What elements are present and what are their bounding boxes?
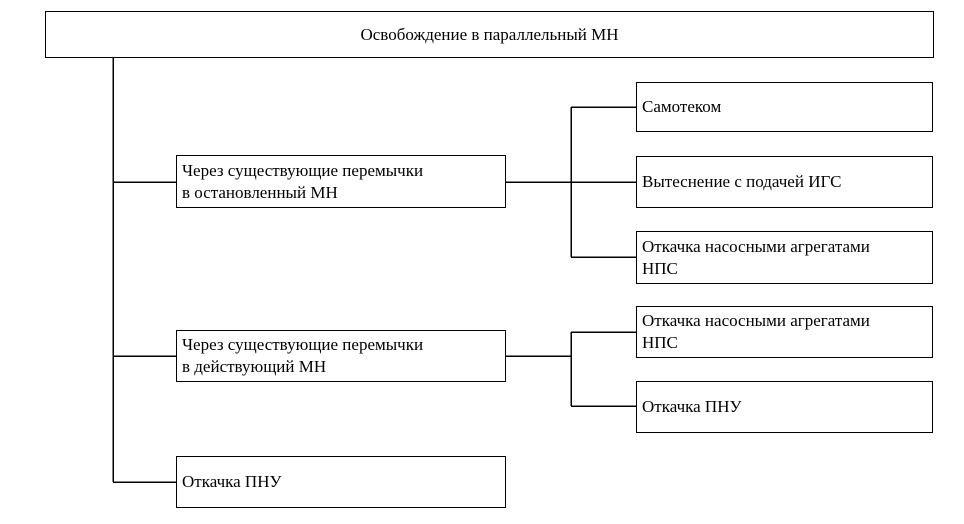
child-node-pumping-nps-1: Откачка насосными агрегатами НПС — [636, 231, 933, 284]
child-node-label: Откачка ПНУ — [642, 397, 742, 416]
child-node-pumping-nps-2: Откачка насосными агрегатами НПС — [636, 306, 933, 358]
child-node-label: Самотеком — [642, 97, 722, 116]
child-node-displacement-igs: Вытеснение с подачей ИГС — [636, 156, 933, 208]
branch-node-active-pipeline: Через существующие перемычки в действующ… — [176, 330, 506, 382]
child-node-label: Откачка насосными агрегатами НПС — [642, 236, 870, 278]
child-node-label: Откачка насосными агрегатами НПС — [642, 311, 870, 352]
root-node: Освобождение в параллельный МН — [45, 11, 934, 58]
branch-node-label: Через существующие перемычки в остановле… — [182, 160, 424, 202]
child-node-pnu-pumping-2: Откачка ПНУ — [636, 381, 933, 433]
branch-node-label: Откачка ПНУ — [182, 472, 282, 491]
branch-node-label: Через существующие перемычки в действующ… — [182, 335, 424, 376]
branch-node-stopped-pipeline: Через существующие перемычки в остановле… — [176, 155, 506, 208]
branch-node-pnu-pumping: Откачка ПНУ — [176, 456, 506, 508]
child-node-label: Вытеснение с подачей ИГС — [642, 172, 842, 191]
child-node-gravity-flow: Самотеком — [636, 82, 933, 132]
root-node-label: Освобождение в параллельный МН — [360, 24, 619, 44]
